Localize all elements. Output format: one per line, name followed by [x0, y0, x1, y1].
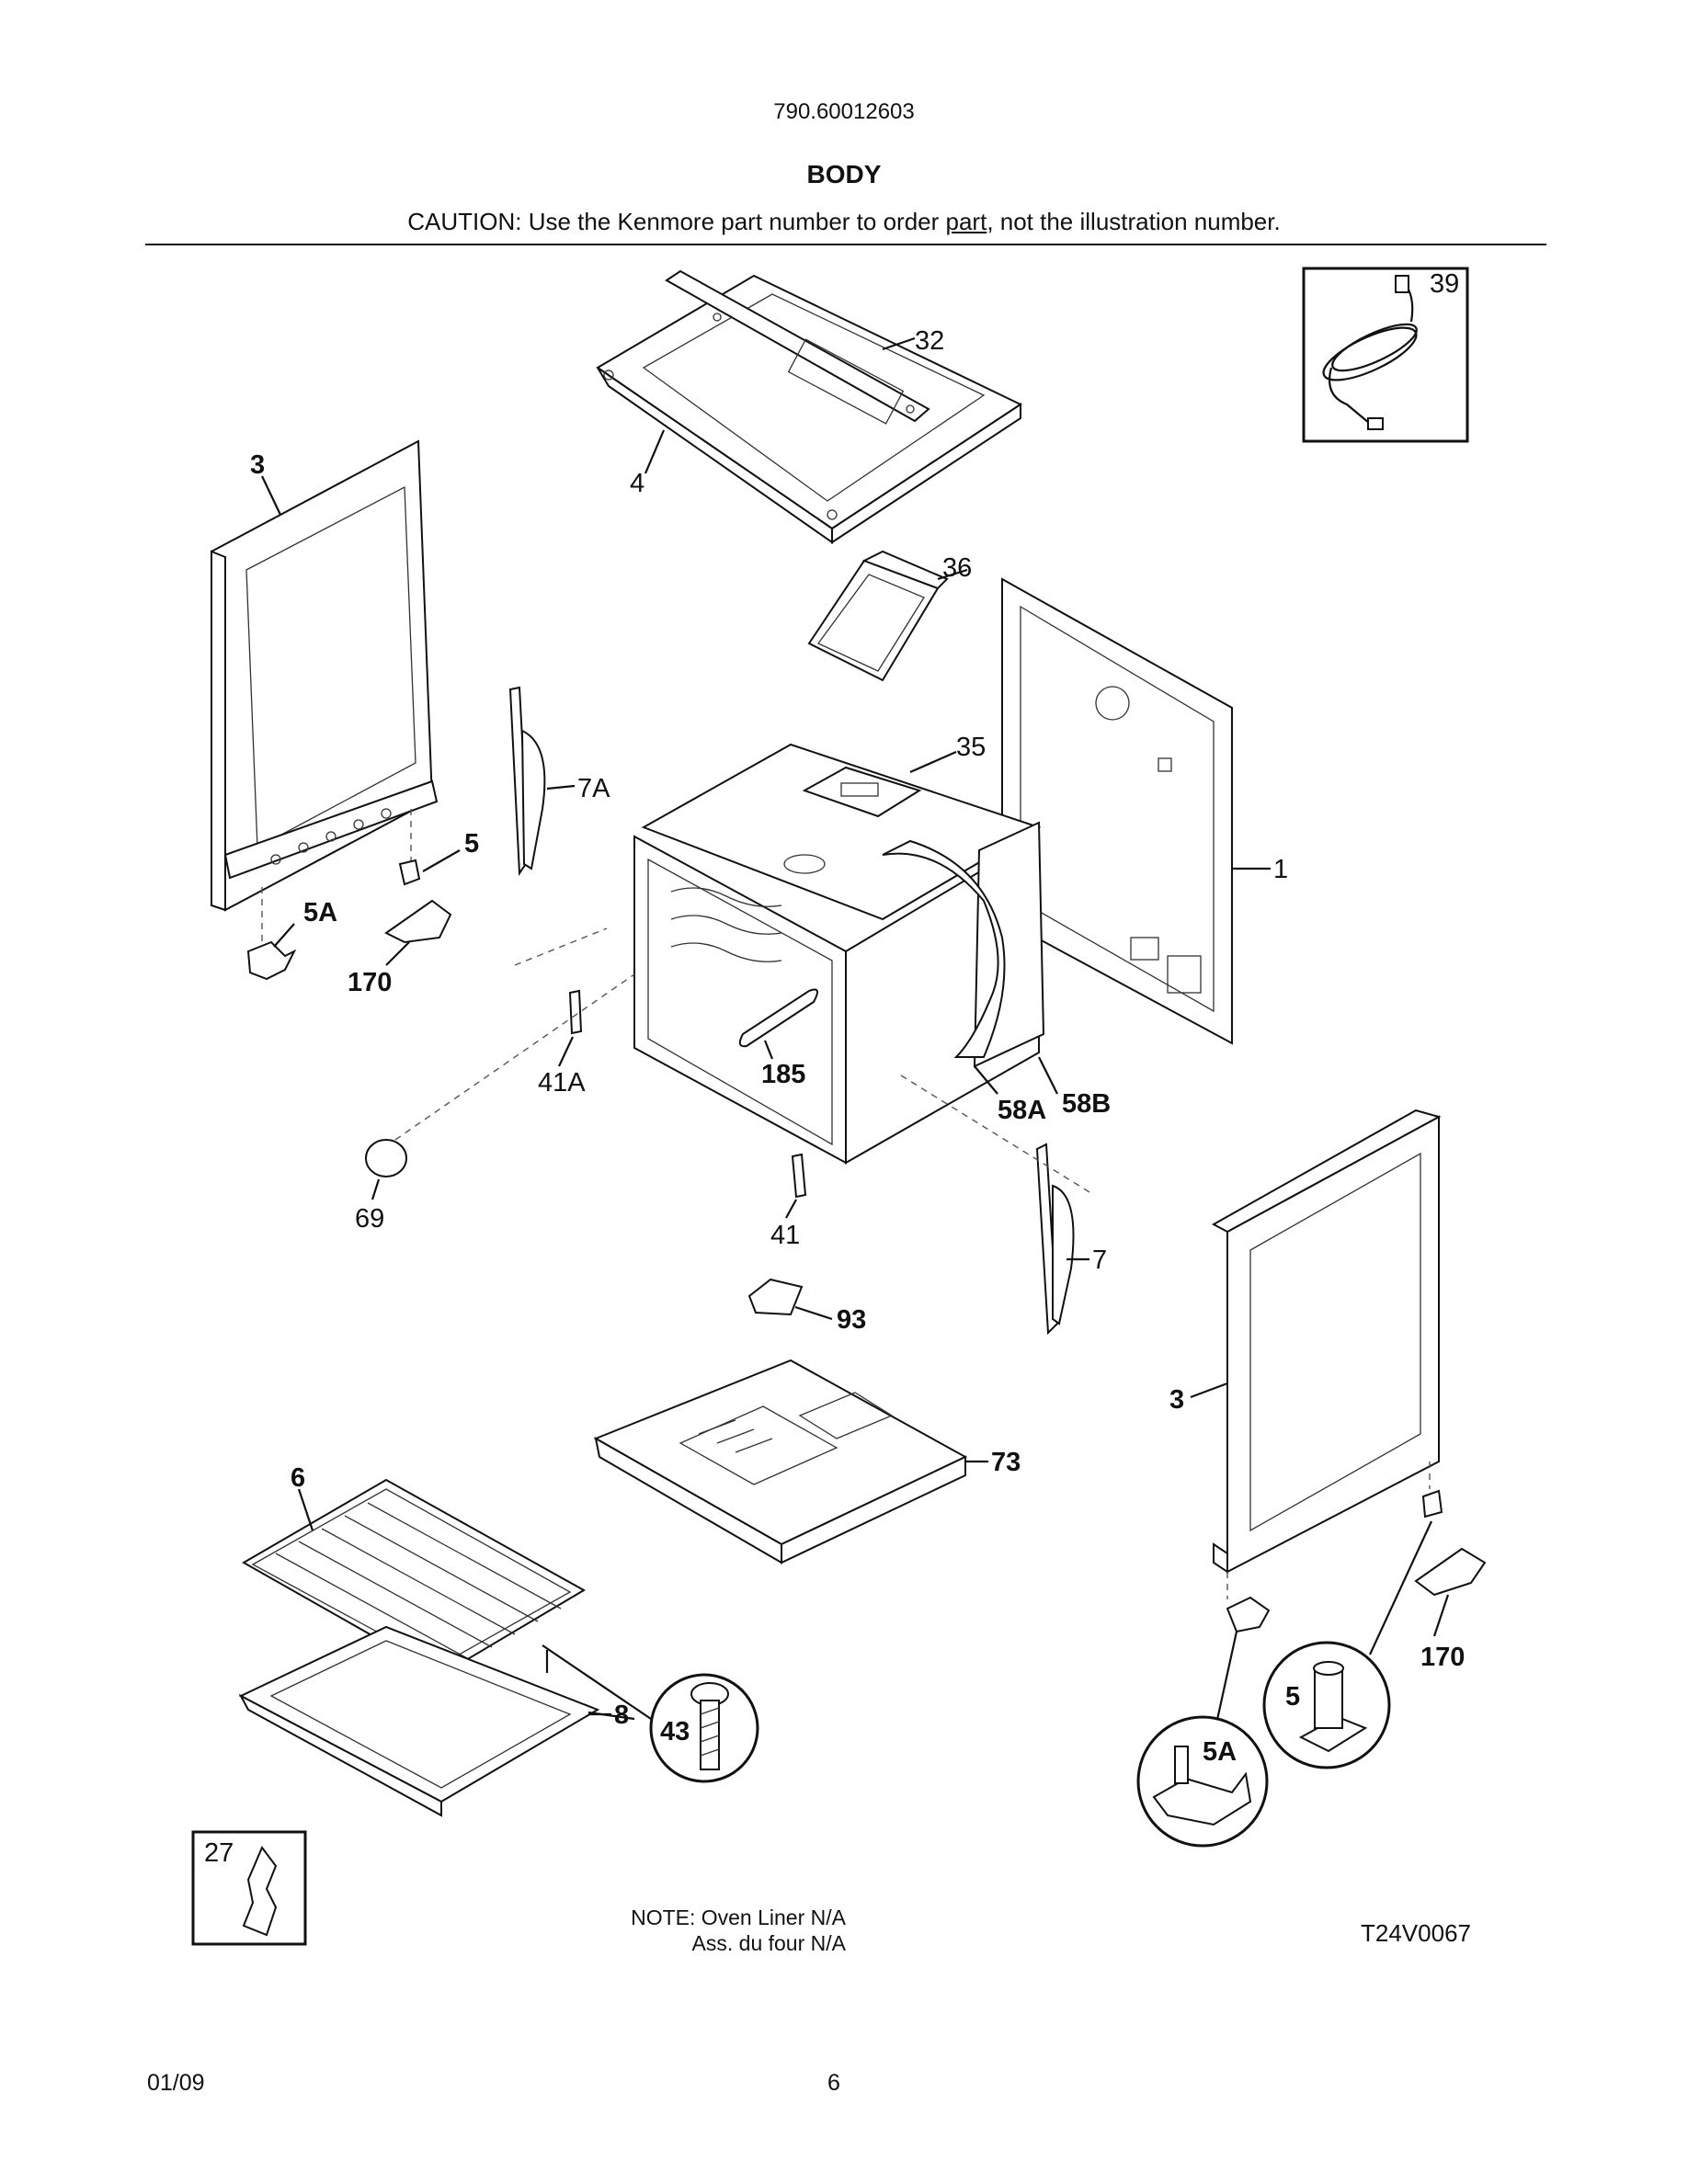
callout-3-left: 3	[250, 450, 265, 480]
rack-support-185	[738, 988, 818, 1048]
callout-58B: 58B	[1062, 1089, 1111, 1119]
callout-73: 73	[991, 1448, 1021, 1477]
callout-93: 93	[837, 1305, 866, 1335]
leveling-leg-5	[1298, 1661, 1368, 1753]
callout-69: 69	[355, 1204, 384, 1234]
callout-6: 6	[291, 1463, 305, 1493]
callout-35: 35	[956, 733, 986, 762]
callout-1: 1	[1273, 855, 1288, 884]
callout-41A: 41A	[538, 1068, 586, 1098]
part-27	[242, 1846, 278, 1937]
page-number: 6	[827, 2070, 840, 2096]
drawing-code: T24V0067	[1361, 1919, 1471, 1947]
callout-7A: 7A	[577, 774, 610, 803]
left-side-panel	[210, 439, 439, 912]
header-divider	[145, 244, 1546, 245]
oven-liner-note: NOTE: Oven Liner N/A Ass. du four N/A	[515, 1905, 846, 1956]
right-side-panel	[1211, 1109, 1442, 1574]
caution-text: CAUTION: Use the Kenmore part number to …	[0, 208, 1688, 236]
callout-4: 4	[630, 469, 644, 498]
callout-5A-left: 5A	[303, 898, 337, 927]
bracket-41	[791, 1153, 807, 1199]
callout-36: 36	[942, 553, 972, 583]
callout-27: 27	[204, 1838, 234, 1868]
callout-43: 43	[660, 1717, 690, 1746]
model-number: 790.60012603	[773, 99, 915, 124]
oven-cavity	[633, 743, 1045, 1165]
leveling-parts-left	[246, 859, 452, 981]
storage-drawer-bottom	[238, 1625, 600, 1817]
note-line-2: Ass. du four N/A	[691, 1931, 846, 1955]
callout-3-right: 3	[1169, 1385, 1184, 1415]
caution-suffix: , not the illustration number.	[987, 208, 1281, 235]
caution-link[interactable]: part	[945, 208, 987, 235]
center-bracket	[802, 766, 922, 818]
screw-43	[690, 1682, 729, 1770]
callout-58A: 58A	[998, 1096, 1046, 1125]
section-title: BODY	[806, 160, 882, 188]
hinge-receiver-left	[508, 686, 546, 877]
callout-41: 41	[770, 1221, 800, 1250]
part-93	[747, 1278, 804, 1316]
rear-panel	[1001, 577, 1233, 1045]
callout-32: 32	[915, 326, 944, 356]
callout-39: 39	[1430, 269, 1459, 299]
power-cord-inset	[1302, 267, 1469, 443]
callout-5-right: 5	[1285, 1682, 1300, 1712]
callout-7: 7	[1092, 1246, 1107, 1275]
bracket-41A	[568, 989, 583, 1035]
footer-date: 01/09	[147, 2070, 205, 2096]
caution-prefix: CAUTION: Use the Kenmore part number to …	[407, 208, 946, 235]
callout-185: 185	[761, 1060, 805, 1089]
leveling-bracket-5A	[1152, 1746, 1252, 1826]
vent-duct	[807, 550, 949, 682]
leveling-parts-right	[1226, 1489, 1487, 1633]
callout-5-left: 5	[464, 829, 479, 859]
callout-8: 8	[614, 1701, 629, 1730]
hinge-receiver-right	[1035, 1143, 1075, 1336]
top-support-panel	[596, 269, 1023, 544]
callout-170-left: 170	[348, 968, 392, 997]
bottom-panel	[593, 1359, 968, 1564]
callout-170-right: 170	[1420, 1643, 1465, 1672]
note-line-1: NOTE: Oven Liner N/A	[631, 1905, 846, 1929]
power-cord	[1322, 275, 1418, 430]
callout-5A-right: 5A	[1203, 1737, 1237, 1767]
hole-plug	[365, 1139, 407, 1177]
